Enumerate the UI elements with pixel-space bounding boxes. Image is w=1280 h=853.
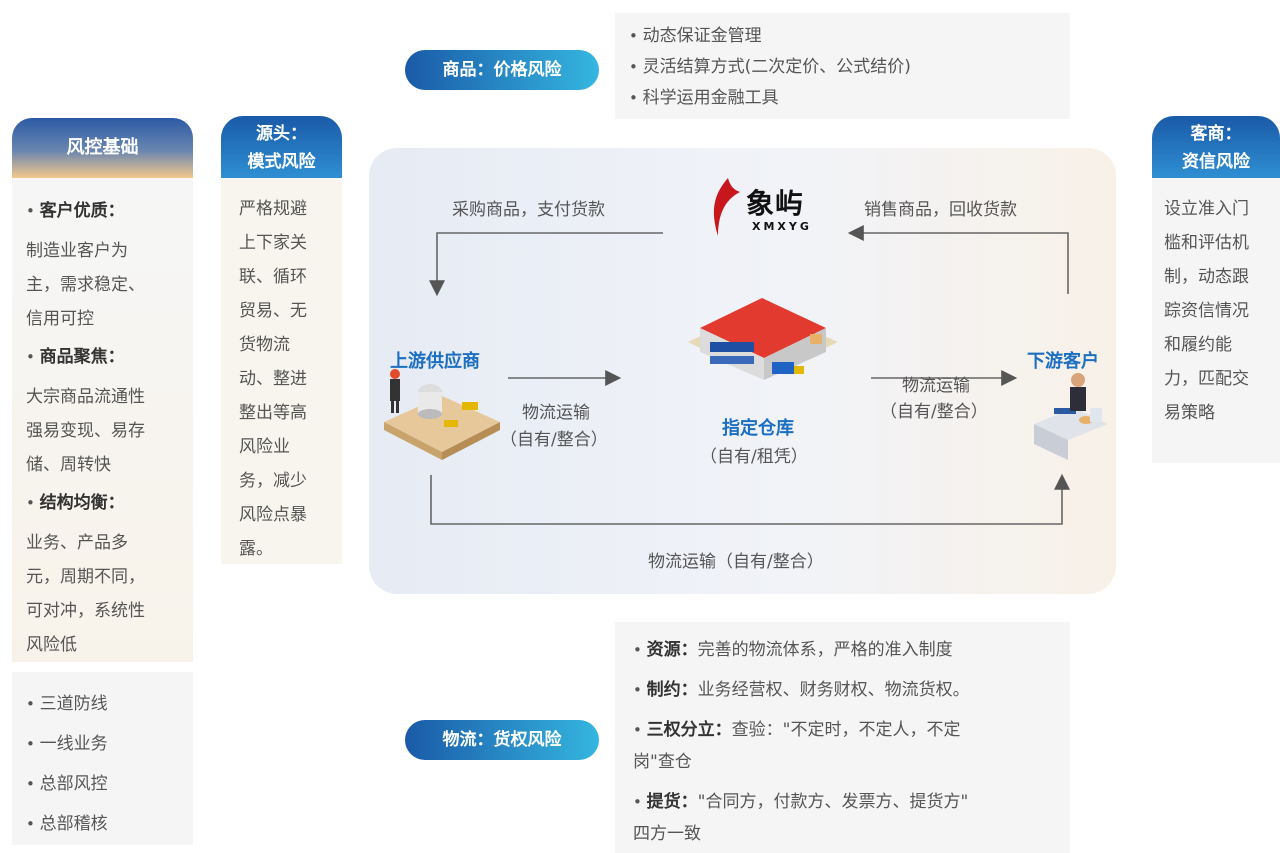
foundation-item-1-body-1: 制造业客户为 xyxy=(26,241,128,261)
logistics-bottom-label: 物流运输（自有/整合） xyxy=(648,552,824,572)
logistics-right-label: 物流运输 xyxy=(902,376,970,396)
client-credit-risk-header: 客商： 资信风险 xyxy=(1152,116,1280,178)
defense-line-1: • 三道防线 xyxy=(26,694,108,714)
flow-diagram-panel xyxy=(369,148,1116,594)
source-line-11: 露。 xyxy=(239,539,273,559)
source-line-2: 上下家关 xyxy=(239,233,307,253)
client-line-6: 力，匹配交 xyxy=(1164,369,1249,389)
client-line-1: 设立准入门 xyxy=(1164,199,1249,219)
source-line-8: 风险业 xyxy=(239,437,290,457)
source-risk-panel: 严格规避 上下家关 联、循环 贸易、无 货物流 动、整进 整出等高 风险业 务，… xyxy=(221,178,342,564)
goods-item-2: • 灵活结算方式(二次定价、公式结价) xyxy=(629,57,911,77)
foundation-item-1-title: • 客户优质： xyxy=(26,201,125,221)
warehouse-label: 指定仓库 xyxy=(722,418,794,439)
logistics-ownership-risk-panel: • 资源：完善的物流体系，严格的准入制度 • 制约：业务经营权、财务财权、物流货… xyxy=(615,622,1070,853)
defense-line-4: • 总部稽核 xyxy=(26,814,108,834)
logistics-item-4: • 提货："合同方，付款方、发票方、提货方" xyxy=(633,792,969,812)
logistics-ownership-risk-pill: 物流：货权风险 xyxy=(405,720,599,760)
foundation-item-3-body-1: 业务、产品多 xyxy=(26,533,128,553)
foundation-item-2-body-3: 储、周转快 xyxy=(26,455,111,475)
logistics-right-sublabel: （自有/整合） xyxy=(880,402,988,422)
logistics-item-1: • 资源：完善的物流体系，严格的准入制度 xyxy=(633,640,953,660)
logistics-item-4-cont: 四方一致 xyxy=(633,824,701,844)
goods-price-risk-pill: 商品：价格风险 xyxy=(405,50,599,90)
logo-subtext: XMXYG xyxy=(752,220,812,233)
defense-lines-panel: • 三道防线 • 一线业务 • 总部风控 • 总部稽核 xyxy=(12,672,193,845)
foundation-item-1-body-2: 主，需求稳定、 xyxy=(26,275,145,295)
source-line-7: 整出等高 xyxy=(239,403,307,423)
mining-site-illustration xyxy=(384,369,500,460)
bottom-logistics-arrow xyxy=(430,473,1070,525)
risk-foundation-header: 风控基础 xyxy=(12,118,193,178)
logo-mark-icon xyxy=(713,178,740,236)
logistics-item-3-cont: 岗"查仓 xyxy=(633,752,692,772)
sell-label: 销售商品，回收货款 xyxy=(864,200,1017,220)
client-line-7: 易策略 xyxy=(1164,403,1215,423)
foundation-item-1-body-3: 信用可控 xyxy=(26,309,94,329)
buy-arrow xyxy=(429,232,663,297)
logistics-left-label: 物流运输 xyxy=(522,403,590,423)
source-line-5: 货物流 xyxy=(239,335,290,355)
foundation-item-2-body-2: 强易变现、易存 xyxy=(26,421,145,441)
source-risk-header: 源头： 模式风险 xyxy=(221,116,342,178)
defense-line-2: • 一线业务 xyxy=(26,734,108,754)
foundation-item-3-body-4: 风险低 xyxy=(26,635,77,655)
sell-arrow xyxy=(847,225,1069,294)
xmxyg-logo: 象屿 XMXYG xyxy=(708,176,828,246)
customer-desk-illustration xyxy=(1034,373,1108,460)
logistics-left-sublabel: （自有/整合） xyxy=(500,430,608,450)
foundation-item-2-title: • 商品聚焦： xyxy=(26,347,125,367)
goods-price-risk-panel: • 动态保证金管理 • 灵活结算方式(二次定价、公式结价) • 科学运用金融工具 xyxy=(615,13,1070,119)
foundation-item-2-body-1: 大宗商品流通性 xyxy=(26,387,145,407)
client-line-5: 和履约能 xyxy=(1164,335,1232,355)
buy-label: 采购商品，支付货款 xyxy=(452,200,605,220)
risk-foundation-panel: • 客户优质： 制造业客户为 主，需求稳定、 信用可控 • 商品聚焦： 大宗商品… xyxy=(12,178,193,662)
source-line-3: 联、循环 xyxy=(239,267,307,287)
foundation-item-3-body-2: 元，周期不同， xyxy=(26,567,145,587)
logistics-item-2: • 制约：业务经营权、财务财权、物流货权。 xyxy=(633,680,970,700)
foundation-item-3-body-3: 可对冲，系统性 xyxy=(26,601,145,621)
client-line-2: 槛和评估机 xyxy=(1164,233,1249,253)
upstream-supplier-label: 上游供应商 xyxy=(390,351,480,372)
defense-line-3: • 总部风控 xyxy=(26,774,108,794)
foundation-item-3-title: • 结构均衡： xyxy=(26,493,125,513)
logistics-item-3: • 三权分立：查验："不定时，不定人，不定 xyxy=(633,720,961,740)
client-line-4: 踪资信情况 xyxy=(1164,301,1249,321)
source-line-6: 动、整进 xyxy=(239,369,307,389)
client-line-3: 制，动态跟 xyxy=(1164,267,1249,287)
source-line-10: 风险点暴 xyxy=(239,505,307,525)
warehouse-sublabel: （自有/租凭） xyxy=(700,447,808,467)
source-line-1: 严格规避 xyxy=(239,199,307,219)
downstream-customer-label: 下游客户 xyxy=(1027,351,1099,372)
source-line-9: 务，减少 xyxy=(239,471,307,491)
warehouse-illustration xyxy=(688,298,838,380)
logo-text: 象屿 xyxy=(746,187,805,220)
goods-item-3: • 科学运用金融工具 xyxy=(629,88,779,108)
goods-item-1: • 动态保证金管理 xyxy=(629,26,762,46)
source-line-4: 贸易、无 xyxy=(239,301,307,321)
client-credit-risk-panel: 设立准入门 槛和评估机 制，动态跟 踪资信情况 和履约能 力，匹配交 易策略 xyxy=(1152,178,1280,463)
